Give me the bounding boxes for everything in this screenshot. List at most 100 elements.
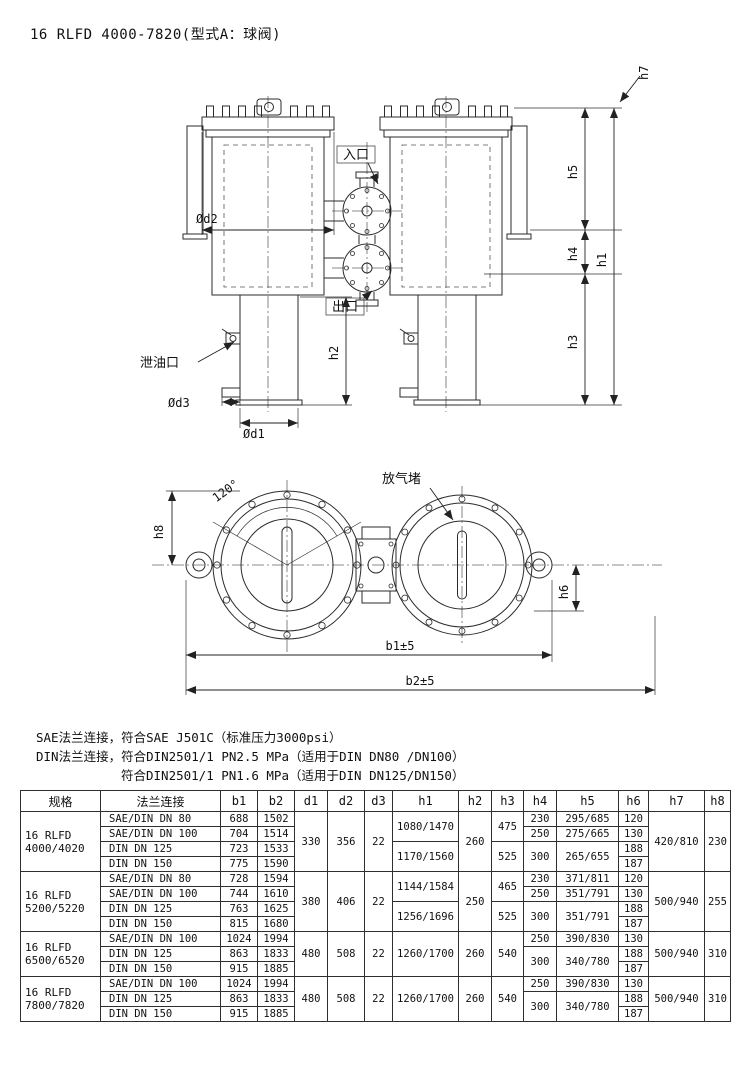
extension-lines-top — [166, 490, 656, 695]
cell-h6: 120 — [618, 871, 649, 887]
cell-h6: 187 — [618, 961, 649, 977]
drain-port-label: 泄油口 — [140, 356, 179, 371]
dim-h2-label: h2 — [327, 346, 341, 360]
col-header-b2: b2 — [257, 790, 295, 812]
table-header-row: 规格 法兰连接 b1 b2 d1 d2 d3 h1 h2 h3 h4 h5 h6… — [20, 790, 731, 812]
table-row: DIN DN 150 815 1680 187 — [21, 916, 731, 932]
cell-flange: SAE/DIN DN 80 — [100, 811, 221, 827]
right-cover — [391, 494, 553, 636]
dim-b2-label: b2±5 — [406, 674, 435, 688]
cell-b1: 704 — [220, 826, 258, 842]
cell-d1: 480 — [294, 976, 328, 1022]
left-cover — [185, 490, 362, 640]
cell-b2: 1885 — [257, 961, 295, 977]
cell-flange: DIN DN 125 — [100, 946, 221, 962]
cell-b1: 688 — [220, 811, 258, 827]
table-row: 16 RLFD 5200/5220 SAE/DIN DN 80 728 1594… — [20, 871, 731, 932]
cell-flange: SAE/DIN DN 100 — [100, 826, 221, 842]
cell-flange: DIN DN 150 — [100, 856, 221, 872]
page-title: 16 RLFD 4000-7820(型式A：球阀) — [30, 27, 282, 43]
outlet-label: 出口 — [332, 300, 358, 315]
cell-b1: 728 — [220, 871, 258, 887]
cell-h1: 1080/1470 — [392, 811, 459, 842]
extension-lines-front — [201, 107, 622, 428]
table-row: DIN DN 125 723 1533 1170/1560 525 300 26… — [21, 841, 731, 872]
cell-d1: 330 — [294, 811, 328, 872]
cell-flange: DIN DN 125 — [100, 991, 221, 1007]
cell-h5: 340/780 — [556, 946, 619, 977]
col-header-h3: h3 — [491, 790, 524, 812]
cell-h6: 188 — [618, 946, 649, 962]
cell-d2: 508 — [327, 931, 365, 977]
cell-d3: 22 — [364, 976, 393, 1022]
cell-b1: 863 — [220, 946, 258, 962]
cell-h6: 187 — [618, 856, 649, 872]
connection-notes: SAE法兰连接，符合SAE J501C（标准压力3000psi） DIN法兰连接… — [36, 728, 464, 785]
col-header-d2: d2 — [327, 790, 365, 812]
dim-h3-label: h3 — [566, 335, 580, 349]
cell-b2: 1533 — [257, 841, 295, 857]
cell-h5: 351/791 — [556, 886, 619, 902]
cell-b1: 763 — [220, 901, 258, 917]
cell-h7: 500/940 — [648, 931, 705, 977]
dim-d1-label: Ød1 — [243, 427, 265, 441]
table-row: SAE/DIN DN 100 744 1610 250 351/791 130 — [21, 886, 731, 902]
centerlines-front — [267, 96, 447, 412]
table-row: DIN DN 125 763 1625 1256/1696 525 300 35… — [21, 901, 731, 932]
front-view: 入口 出口 泄油口 — [140, 66, 651, 441]
dim-h6-label: h6 — [557, 585, 571, 599]
cell-h5: 340/780 — [556, 991, 619, 1022]
cell-h5: 265/655 — [556, 841, 619, 872]
table-row: DIN DN 125 863 1833 300 340/780 188 — [21, 946, 731, 977]
air-bleed-callout: 放气堵 — [382, 471, 454, 521]
cell-h4: 230 — [523, 871, 557, 887]
cell-h1: 1260/1700 — [392, 931, 459, 977]
cell-h4: 300 — [523, 946, 557, 977]
cell-h7: 500/940 — [648, 871, 705, 932]
cell-h3: 525 — [491, 841, 524, 872]
dimension-table: 规格 法兰连接 b1 b2 d1 d2 d3 h1 h2 h3 h4 h5 h6… — [20, 790, 731, 1022]
cell-b1: 1024 — [220, 976, 258, 992]
table-row: DIN DN 125 863 1833 300 340/780 188 — [21, 991, 731, 1022]
cell-h4: 300 — [523, 901, 557, 932]
cell-h6: 130 — [618, 976, 649, 992]
top-dimensions: h8 h6 b1±5 b2±5 — [152, 490, 656, 695]
cell-d2: 406 — [327, 871, 365, 932]
cell-h3: 540 — [491, 976, 524, 1022]
cell-b1: 815 — [220, 916, 258, 932]
cell-h6: 187 — [618, 916, 649, 932]
col-header-flange: 法兰连接 — [100, 790, 221, 812]
cell-h8: 230 — [704, 811, 731, 872]
cell-h1: 1170/1560 — [392, 841, 459, 872]
cell-spec: 16 RLFD 6500/6520 — [20, 931, 101, 977]
cell-h6: 130 — [618, 826, 649, 842]
cell-h5: 295/685 — [556, 811, 619, 827]
cell-b2: 1833 — [257, 991, 295, 1007]
top-view: 120° 放气堵 h8 h6 b1±5 b2±5 — [152, 471, 662, 695]
dim-h8-label: h8 — [152, 525, 166, 539]
cell-flange: SAE/DIN DN 100 — [100, 886, 221, 902]
cell-h5: 390/830 — [556, 976, 619, 992]
cell-h5: 371/811 — [556, 871, 619, 887]
note-din-1: DIN法兰连接，符合DIN2501/1 PN2.5 MPa（适用于DIN DN8… — [36, 749, 465, 764]
table-row: DIN DN 150 775 1590 187 — [21, 856, 731, 872]
cell-b1: 1024 — [220, 931, 258, 947]
cell-b1: 723 — [220, 841, 258, 857]
cell-h3: 465 — [491, 871, 524, 902]
center-manifold — [324, 171, 392, 307]
col-header-h4: h4 — [523, 790, 557, 812]
cell-h4: 300 — [523, 841, 557, 872]
cell-flange: SAE/DIN DN 100 — [100, 976, 221, 992]
table-row: SAE/DIN DN 100 704 1514 250 275/665 130 — [21, 826, 731, 842]
cell-d2: 356 — [327, 811, 365, 872]
col-header-h6: h6 — [618, 790, 649, 812]
cell-spec: 16 RLFD 5200/5220 — [20, 871, 101, 932]
cell-d3: 22 — [364, 871, 393, 932]
col-header-h2: h2 — [458, 790, 492, 812]
cell-spec: 16 RLFD 4000/4020 — [20, 811, 101, 872]
cell-b1: 915 — [220, 1006, 258, 1022]
cell-b2: 1594 — [257, 871, 295, 887]
cell-h7: 420/810 — [648, 811, 705, 872]
cell-flange: DIN DN 125 — [100, 841, 221, 857]
